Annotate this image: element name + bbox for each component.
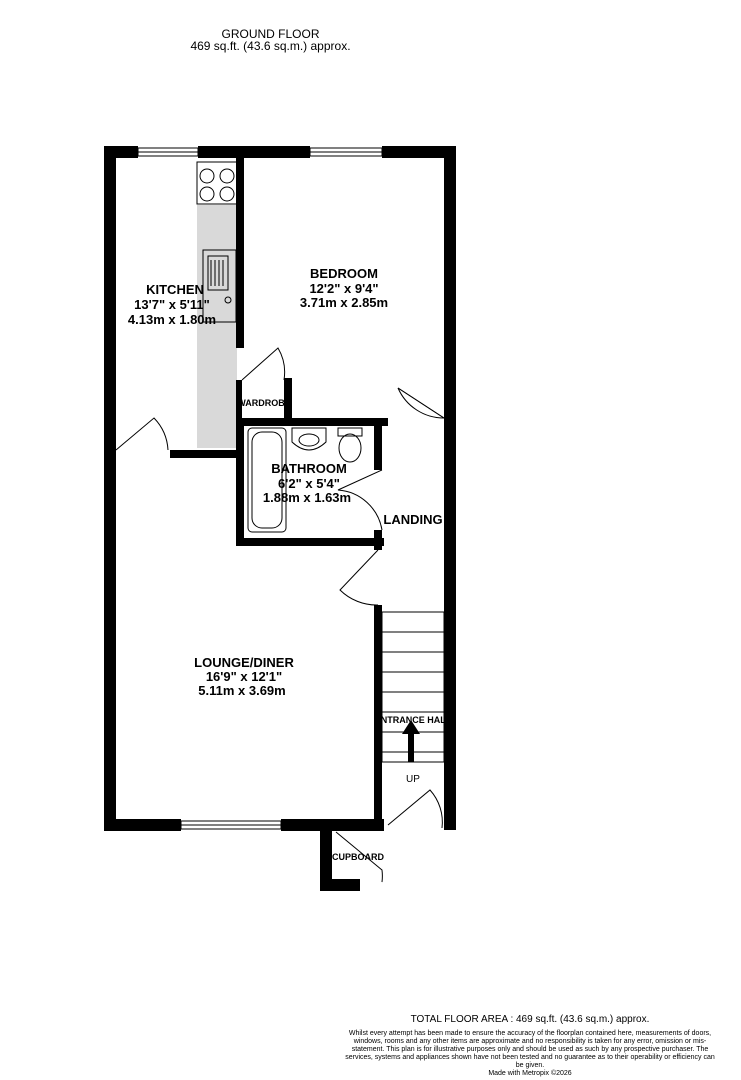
bathroom-name: BATHROOM [271,461,347,476]
made-with: Made with Metropix ©2026 [488,1070,572,1077]
stairs-up-label: UP [406,774,420,785]
bedroom-metric: 3.71m x 2.85m [300,295,388,310]
basin-icon [291,427,327,451]
doors [115,347,445,883]
lounge-metric: 5.11m x 3.69m [198,683,285,698]
lounge-name: LOUNGE/DINER [194,655,294,670]
disclaimer: Whilst every attempt has been made to en… [345,1030,715,1069]
bathroom-imperial: 6'2" x 5'4" [278,476,340,491]
walls [104,146,456,891]
kitchen-name: KITCHEN [146,282,204,297]
lounge-imperial: 16'9" x 12'1" [206,669,282,684]
kitchen-imperial: 13'7" x 5'11" [134,297,210,312]
hob-icon [196,161,238,205]
bathroom-metric: 1.88m x 1.63m [263,490,351,505]
kitchen-metric: 4.13m x 1.80m [128,312,216,327]
floor-area: 469 sq.ft. (43.6 sq.m.) approx. [190,39,351,53]
stairs-arrow [402,720,420,762]
kitchen-sink-icon [202,249,237,323]
bedroom-name: BEDROOM [310,266,378,281]
toilet-icon [337,427,363,463]
entrance-hall-label: ENTRANCE HALL [375,715,452,725]
floor-plan: KITCHEN 13'7" x 5'11" 4.13m x 1.80m BEDR… [104,146,456,891]
total-floor-area: TOTAL FLOOR AREA : 469 sq.ft. (43.6 sq.m… [410,1014,650,1025]
landing-label: LANDING [383,512,442,527]
wardrobe-label: WARDROBE [237,398,291,408]
kitchen-counter [197,205,237,448]
bedroom-imperial: 12'2" x 9'4" [309,281,378,296]
bath-icon [247,427,287,533]
cupboard-label: CUPBOARD [332,852,385,862]
windows [137,147,383,830]
floor-title: GROUND FLOOR [221,27,320,41]
